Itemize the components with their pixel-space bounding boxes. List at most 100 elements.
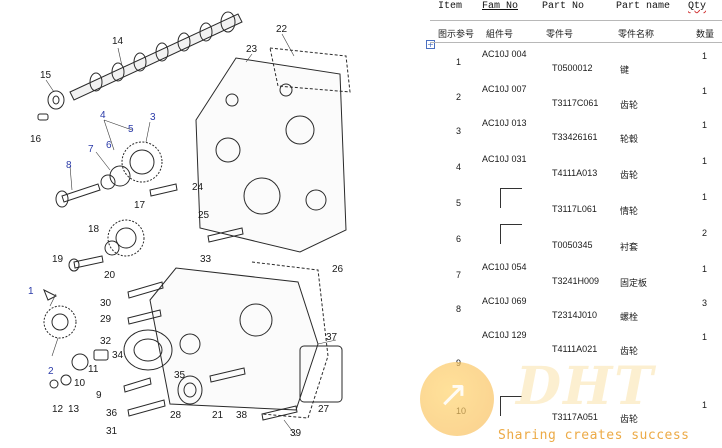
callout-34: 34 bbox=[112, 350, 124, 361]
row-part-no: T3241H009 bbox=[552, 276, 600, 286]
callout-11: 11 bbox=[88, 364, 99, 375]
callout-10: 10 bbox=[74, 378, 86, 389]
row-item-number: 9 bbox=[456, 358, 462, 368]
row-group-bracket bbox=[500, 188, 522, 208]
row-part-name: 轮毂 bbox=[620, 134, 639, 144]
callout-28: 28 bbox=[170, 410, 182, 421]
row-fam-no: AC10J 129 bbox=[482, 330, 527, 340]
seal-28 bbox=[177, 375, 203, 405]
row-part-name: 键 bbox=[620, 65, 630, 75]
key-16 bbox=[37, 113, 49, 121]
row-qty: 1 bbox=[702, 264, 708, 274]
callout-labels: 1415162223453678172418251920332613029373… bbox=[28, 24, 344, 439]
row-fam-no: AC10J 004 bbox=[482, 49, 527, 59]
row-part-no: T3117L061 bbox=[552, 204, 597, 214]
callout-38: 38 bbox=[236, 410, 248, 421]
bolts-bottom bbox=[123, 227, 298, 421]
row-part-name: 固定板 bbox=[620, 278, 648, 288]
row-fam-no: AC10J 007 bbox=[482, 84, 527, 94]
callout-8: 8 bbox=[66, 160, 72, 171]
callout-23: 23 bbox=[246, 44, 258, 55]
subheader-part-name: 零件名称 bbox=[618, 30, 655, 40]
callout-24: 24 bbox=[192, 182, 204, 193]
row-part-no: T4111A013 bbox=[552, 168, 598, 178]
row-item-number: 2 bbox=[456, 92, 462, 102]
callout-2: 2 bbox=[48, 366, 54, 377]
diagram-drawing bbox=[37, 11, 351, 421]
cam-gear bbox=[100, 141, 163, 190]
callout-36: 36 bbox=[106, 408, 118, 419]
header-divider bbox=[430, 20, 722, 21]
callout-6: 6 bbox=[106, 140, 112, 151]
subheader-divider bbox=[430, 42, 722, 43]
callout-19: 19 bbox=[52, 254, 64, 265]
subheader-qty: 数量 bbox=[696, 30, 715, 40]
front-cover bbox=[149, 267, 319, 411]
bolt-19 bbox=[68, 255, 104, 272]
row-qty: 1 bbox=[702, 51, 708, 61]
row-qty: 1 bbox=[702, 400, 708, 410]
expand-toggle[interactable]: + bbox=[426, 40, 435, 49]
row-fam-no: AC10J 031 bbox=[482, 154, 527, 164]
row-part-name: 齿轮 bbox=[620, 414, 639, 424]
cover-plate-27 bbox=[299, 345, 343, 403]
washer-15 bbox=[47, 90, 65, 110]
callout-20: 20 bbox=[104, 270, 116, 281]
gasket-22 bbox=[269, 47, 351, 93]
row-part-no: T2314J010 bbox=[552, 310, 598, 320]
parts-table: Item Fam No Part No Part name Qty 图示参号 組… bbox=[420, 0, 722, 448]
subheader-fam-no: 組件号 bbox=[486, 30, 514, 40]
callout-31: 31 bbox=[106, 426, 118, 437]
callout-29: 29 bbox=[100, 314, 112, 325]
callout-39: 39 bbox=[290, 428, 302, 439]
callout-33: 33 bbox=[200, 254, 212, 265]
callout-12: 12 bbox=[52, 404, 64, 415]
callout-25: 25 bbox=[198, 210, 210, 221]
row-item-number: 7 bbox=[456, 270, 462, 280]
callout-14: 14 bbox=[112, 36, 124, 47]
row-part-name: 情轮 bbox=[620, 206, 639, 216]
row-fam-no: AC10J 069 bbox=[482, 296, 527, 306]
callout-17: 17 bbox=[134, 200, 146, 211]
callout-4: 4 bbox=[100, 110, 106, 121]
callout-21: 21 bbox=[212, 410, 224, 421]
row-item-number: 8 bbox=[456, 304, 462, 314]
row-part-no: T0500012 bbox=[552, 63, 593, 73]
callout-18: 18 bbox=[88, 224, 100, 235]
callout-37: 37 bbox=[326, 332, 338, 343]
idler-gear-18 bbox=[104, 219, 145, 257]
row-part-name: 螺栓 bbox=[620, 312, 639, 322]
header-item: Item bbox=[438, 1, 463, 12]
header-part-no: Part No bbox=[542, 1, 585, 12]
row-item-number: 4 bbox=[456, 162, 462, 172]
subheader-part-no: 零件号 bbox=[546, 30, 574, 40]
bolt-8 bbox=[55, 183, 101, 208]
callout-9: 9 bbox=[96, 390, 102, 401]
oil-seal-34 bbox=[123, 329, 173, 371]
callout-30: 30 bbox=[100, 298, 112, 309]
row-item-number: 5 bbox=[456, 198, 462, 208]
bolt-17 bbox=[149, 183, 178, 197]
row-part-name: 衬套 bbox=[620, 242, 639, 252]
header-qty: Qty bbox=[688, 1, 707, 12]
leader-lines bbox=[45, 33, 337, 437]
callout-32: 32 bbox=[100, 336, 112, 347]
row-part-no: T3117C061 bbox=[552, 98, 599, 108]
callout-1: 1 bbox=[28, 286, 34, 297]
camshaft bbox=[69, 11, 243, 101]
subheader-item: 图示参号 bbox=[438, 30, 475, 40]
row-qty: 1 bbox=[702, 332, 708, 342]
row-part-no: T3117A051 bbox=[552, 412, 598, 422]
row-part-name: 齿轮 bbox=[620, 100, 639, 110]
timing-case bbox=[195, 57, 347, 253]
header-part-name: Part name bbox=[616, 1, 671, 12]
row-qty: 1 bbox=[702, 86, 708, 96]
row-qty: 1 bbox=[702, 120, 708, 130]
row-qty: 2 bbox=[702, 228, 708, 238]
callout-5: 5 bbox=[128, 124, 134, 135]
row-group-bracket bbox=[500, 396, 522, 416]
row-part-name: 齿轮 bbox=[620, 346, 639, 356]
row-qty: 3 bbox=[702, 298, 708, 308]
row-part-name: 齿轮 bbox=[620, 170, 639, 180]
